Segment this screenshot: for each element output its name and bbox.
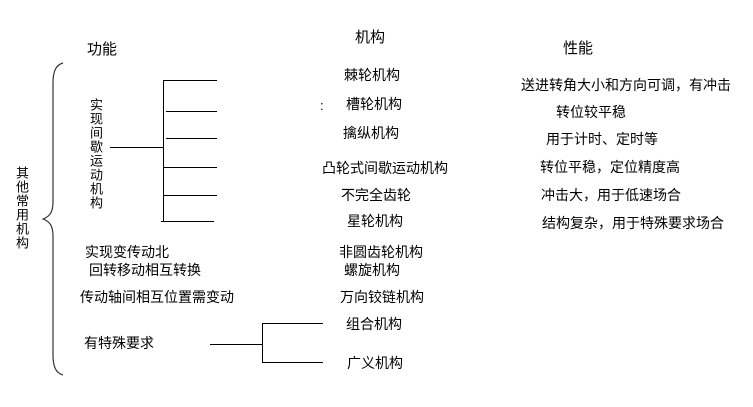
performance-item-timing: 用于计时、定时等 [546, 131, 658, 147]
column-header-performance: 性能 [563, 40, 594, 57]
mechanism-item-combined: 组合机构 [346, 316, 402, 332]
mechanism-item-escapement: 擒纵机构 [343, 125, 399, 141]
connector-branch-6 [161, 221, 214, 222]
connector-branch-generalized [262, 362, 323, 363]
function-special-label: 有特殊要求 [84, 335, 154, 351]
performance-item-complex-structure: 结构复杂，用于特殊要求场合 [542, 215, 724, 231]
connector-stem-intermittent [110, 147, 164, 148]
connector-stem-special [210, 344, 262, 345]
mechanism-item-generalized: 广义机构 [347, 355, 403, 371]
stray-colon-mark: : [320, 98, 324, 113]
connector-branch-1 [163, 80, 217, 81]
connector-branch-5 [163, 195, 217, 196]
function-variable-ratio-label: 实现变传动北 [85, 244, 169, 260]
mechanism-item-incomplete-gear: 不完全齿轮 [341, 187, 411, 203]
connector-branch-4 [163, 167, 217, 168]
mechanism-item-ratchet: 棘轮机构 [344, 67, 400, 83]
performance-item-feed-angle: 送进转角大小和方向可调，有冲击 [521, 77, 731, 93]
connector-trunk-special [262, 323, 263, 363]
column-header-function: 功能 [87, 41, 118, 58]
performance-item-precise-indexing: 转位平稳，定位精度高 [540, 159, 680, 175]
connector-branch-combined [262, 323, 323, 324]
performance-item-smooth-indexing: 转位较平稳 [556, 104, 626, 120]
mechanism-item-noncircular-gear: 非圆齿轮机构 [339, 244, 423, 260]
connector-branch-2 [166, 111, 217, 112]
performance-item-low-speed: 冲击大，用于低速场合 [541, 187, 681, 203]
mechanism-item-cam-intermittent: 凸轮式间歇运动机构 [322, 160, 448, 176]
column-header-mechanism: 机构 [355, 29, 386, 46]
mechanism-item-geneva: 槽轮机构 [346, 96, 402, 112]
mechanism-item-universal-joint: 万向铰链机构 [340, 289, 424, 305]
function-rotary-linear-label: 回转移动相互转换 [89, 262, 201, 278]
function-intermittent-label: 实现间歇运动机构 [88, 98, 103, 210]
connector-trunk-intermittent [163, 80, 164, 222]
function-shaft-position-label: 传动轴间相互位置需变动 [80, 289, 234, 305]
root-label: 其他常用机构 [14, 166, 29, 250]
connector-branch-3 [166, 138, 217, 139]
mechanism-item-screw: 螺旋机构 [344, 262, 400, 278]
mechanism-item-star-wheel: 星轮机构 [347, 213, 403, 229]
curly-brace [42, 62, 64, 376]
